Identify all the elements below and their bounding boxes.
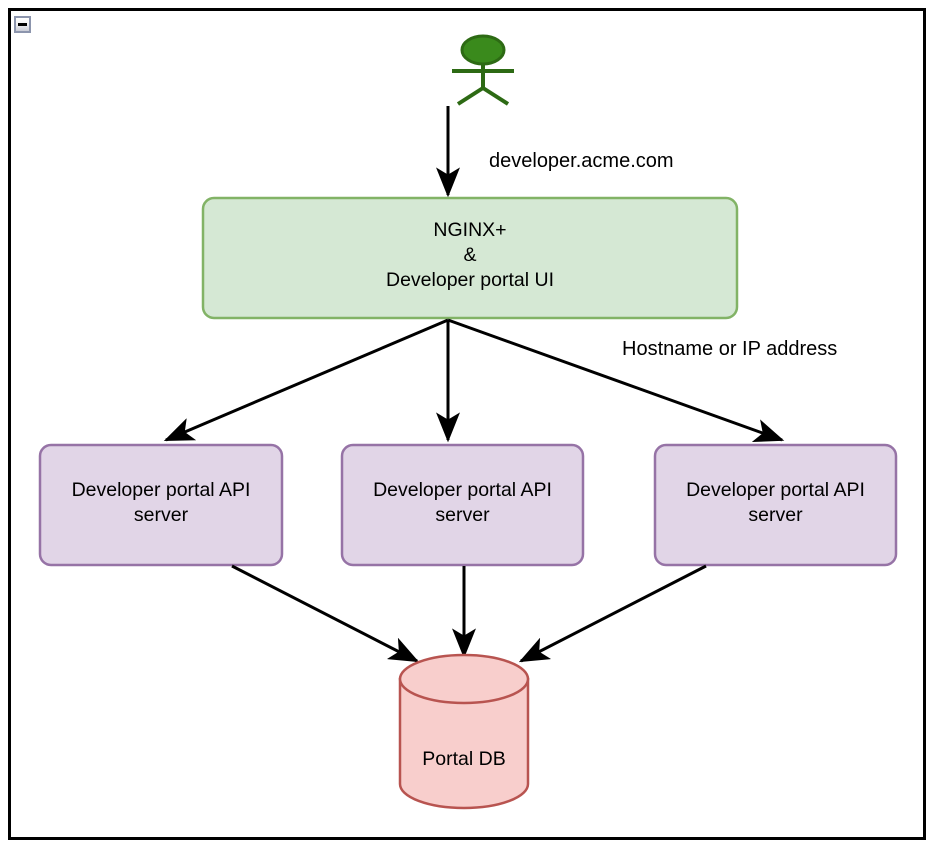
minus-bar <box>18 23 27 26</box>
edge-nginx-to-api-1 <box>163 318 449 442</box>
edge-api-3-to-db <box>518 564 707 663</box>
node-portal-db[interactable] <box>398 653 530 810</box>
edge-label-developer-domain: developer.acme.com <box>489 150 674 172</box>
node-nginx-ui[interactable] <box>201 196 739 320</box>
diagram-frame <box>8 8 926 840</box>
edge-label-hostname-ip: Hostname or IP address <box>622 338 838 360</box>
node-api-server-1[interactable] <box>38 443 284 567</box>
user-actor-icon[interactable] <box>452 34 514 106</box>
node-api-server-3[interactable] <box>653 443 898 567</box>
collapse-minus-icon[interactable] <box>14 16 31 33</box>
edge-nginx-to-api-3 <box>447 318 785 442</box>
edge-api-1-to-db <box>231 564 420 663</box>
node-api-server-2[interactable] <box>340 443 585 567</box>
